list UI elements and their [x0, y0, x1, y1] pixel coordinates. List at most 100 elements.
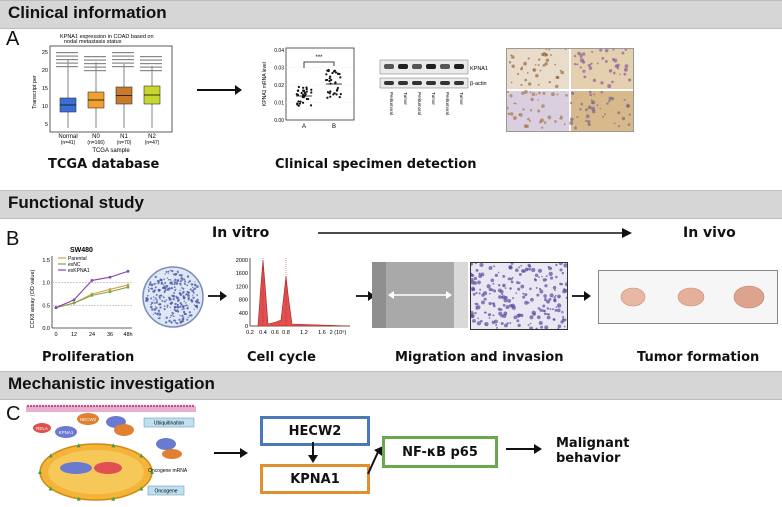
western-blot: KPNA1 β-actin Peritumoral Tumor Peritumora… [378, 58, 498, 130]
scatter-point [296, 103, 299, 106]
scatter-point [336, 88, 339, 91]
blot-band-kpna1 [426, 64, 436, 69]
panel-label-c: C [6, 403, 21, 425]
scatter-point [304, 92, 307, 96]
boxplot-ylabel: Transcript per [32, 75, 38, 109]
scatter-y-tick: 0.02 [274, 83, 284, 89]
hecw2-protein [77, 413, 99, 425]
scatter-point [297, 100, 300, 103]
tumor-2 [677, 287, 705, 307]
blot-lane-label: Tumor [459, 92, 464, 105]
flow-box-hecw2: HECW2 [260, 416, 370, 446]
scatter-point [339, 92, 342, 96]
scatter-point [310, 88, 313, 91]
scatter-significance: *** [315, 55, 323, 61]
scatter-y-tick: 0.03 [274, 66, 284, 72]
scatter-point [299, 100, 302, 103]
cell-cycle-x-tick: 0.2 [246, 330, 254, 336]
arrow-hecw2-to-kpna1 [308, 442, 318, 463]
boxplot-xlabel: TCGA sample [92, 148, 130, 154]
flow-outcome-malignant-behavior: Malignant behavior [556, 436, 630, 466]
scatter-point [328, 79, 331, 83]
scatter-y-tick: 0.01 [274, 101, 284, 107]
scatter-point [297, 104, 300, 107]
boxplot-frame [49, 45, 173, 133]
pathway-label-hecw2: HECW2 [80, 417, 97, 422]
cell-cycle-x-tick: 0.4 [259, 330, 267, 336]
boxplot-y-tick: 10 [42, 104, 48, 110]
scatter-point [329, 95, 332, 98]
scatter-point [305, 97, 308, 101]
scatter-ylabel: KPNA1 mRNA level [262, 62, 268, 106]
tumor-1 [620, 287, 646, 307]
scatter-point [331, 71, 334, 75]
cck8-point [54, 306, 58, 309]
cell-cycle-y-tick: 1600 [236, 271, 248, 277]
scatter-point [305, 90, 308, 93]
boxplot-group-n: (n=166) [87, 140, 105, 146]
blot-band-kpna1 [454, 64, 464, 69]
blot-lane-label: Peritumoral [445, 92, 450, 115]
cell-cycle-x-tick: 0.6 [271, 330, 279, 336]
cell-cycle-x-tick: 1.2 [300, 330, 308, 336]
scatter-point [325, 78, 329, 82]
pathway-label-rela: RELA [36, 426, 48, 431]
cck8-point [108, 290, 112, 294]
boxplot-y-tick: 15 [42, 86, 48, 92]
western-label-actin: β-actin [470, 81, 487, 87]
blot-lane-label: Peritumoral [389, 92, 394, 115]
blot-lane-label: Peritumoral [417, 92, 422, 115]
cck8-y-tick: 1.0 [42, 281, 50, 287]
cell-cycle-y-tick: 2000 [236, 258, 248, 264]
scatter-point [295, 93, 298, 96]
boxplot-group-label: N0 [92, 134, 100, 140]
blot-band-actin [384, 81, 394, 85]
cell-cycle-x-tick: 0.8 [282, 330, 290, 336]
scatter-point [328, 77, 331, 80]
arrow-pathway-to-flow [214, 448, 248, 458]
caption-clinical-specimen: Clinical specimen detection [275, 157, 477, 172]
section-title-clinical: Clinical information [8, 3, 167, 22]
scatter-point [309, 104, 313, 107]
cck8-title: SW480 [70, 247, 93, 254]
tumor-3 [733, 285, 765, 309]
wound-healing-image [372, 262, 468, 328]
blot-band-kpna1 [412, 64, 422, 69]
western-label-kpna1: KPNA1 [470, 66, 488, 72]
blot-lane-label: Tumor [431, 92, 436, 105]
scatter-point [300, 91, 303, 95]
cck8-x-tick: 36 [107, 332, 113, 338]
boxplot-y-tick: 5 [45, 122, 48, 128]
panel-label-a: A [6, 28, 20, 50]
caption-cell-cycle: Cell cycle [247, 350, 316, 365]
caption-tumor-formation: Tumor formation [637, 350, 760, 365]
scatter-y-tick: 0.00 [274, 118, 284, 124]
caption-migration-invasion: Migration and invasion [395, 350, 564, 365]
cck8-y-tick: 0.0 [42, 326, 50, 332]
cck8-point [108, 275, 112, 279]
cell-cycle-x-tick: 2 (10⁶) [330, 329, 347, 336]
cck8-point [126, 285, 130, 289]
scatter-point [337, 72, 340, 75]
scatter-point [326, 96, 329, 99]
cck8-point [108, 288, 112, 291]
cck8-point [126, 283, 130, 287]
cck8-series-line [55, 286, 129, 309]
scatter-point [334, 71, 338, 74]
cell-cycle-x-tick: 1.6 [318, 330, 326, 336]
ihc-staining-images [506, 48, 634, 132]
cck8-point [72, 298, 76, 302]
cck8-y-tick: 1.5 [42, 258, 50, 264]
pathway-label-oncogene-mrna: Oncogene mRNA [148, 468, 188, 474]
pathway-illustration: RELA KPNA1 HECW2 Ubiquitination Oncogene… [26, 402, 200, 502]
tumor-formation-image [598, 270, 778, 324]
western-blot-bands [384, 64, 464, 85]
blot-band-kpna1 [440, 64, 450, 69]
section-title-mechanistic: Mechanistic investigation [8, 374, 215, 393]
arrow-tcga-to-clinical [197, 85, 242, 95]
boxplot-boxes [56, 52, 162, 128]
